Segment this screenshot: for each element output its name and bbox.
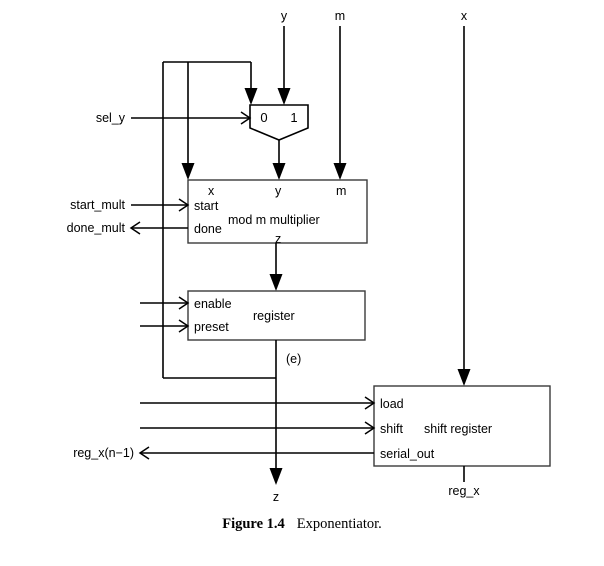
register-port-preset-label: preset bbox=[194, 320, 229, 334]
figure-caption-text: Exponentiator. bbox=[296, 516, 382, 532]
wire-register-preset bbox=[140, 319, 190, 333]
figure-caption: Figure 1.4 Exponentiator. bbox=[0, 516, 604, 533]
input-label-y: y bbox=[281, 9, 288, 23]
wire-input-m bbox=[333, 26, 347, 180]
wire-input-y bbox=[277, 26, 291, 105]
wire-serial-out bbox=[138, 446, 374, 460]
multiplier-port-done-label: done bbox=[194, 222, 222, 236]
multiplier-title: mod m multiplier bbox=[228, 213, 320, 227]
wire-register-enable bbox=[140, 296, 190, 310]
multiplier-port-x-label: x bbox=[208, 184, 215, 198]
figure-caption-label: Figure 1.4 bbox=[222, 516, 285, 532]
multiplier-port-z-label: z bbox=[275, 232, 281, 246]
signal-label-sel-y: sel_y bbox=[96, 111, 126, 125]
wire-multiplier-z bbox=[269, 243, 283, 291]
block-register[interactable]: enable preset register bbox=[187, 290, 366, 341]
block-shift-register[interactable]: load shift serial_out shift register bbox=[373, 385, 551, 467]
signal-label-done-mult: done_mult bbox=[67, 221, 126, 235]
multiplier-port-m-label: m bbox=[336, 184, 346, 198]
shift-register-port-shift-label: shift bbox=[380, 422, 403, 436]
wire-register-output-z: (e) bbox=[269, 340, 301, 485]
shift-register-title: shift register bbox=[424, 422, 492, 436]
multiplier-port-y-label: y bbox=[275, 184, 282, 198]
mux-y-select[interactable]: 0 1 bbox=[249, 104, 309, 141]
register-port-enable-label: enable bbox=[194, 297, 232, 311]
multiplier-port-start-label: start bbox=[194, 199, 219, 213]
wire-shift-register-shift bbox=[140, 421, 376, 435]
mux-input-1-label: 1 bbox=[290, 110, 297, 125]
register-output-annotation: (e) bbox=[286, 352, 301, 366]
wire-mux-output bbox=[272, 140, 286, 180]
wire-done-mult bbox=[129, 221, 188, 235]
block-mod-m-multiplier[interactable]: x y m start done mod m multiplier z bbox=[187, 179, 368, 246]
signal-label-start-mult: start_mult bbox=[70, 198, 125, 212]
input-label-m: m bbox=[335, 9, 345, 23]
shift-register-port-load-label: load bbox=[380, 397, 404, 411]
signal-label-reg-x-msb: reg_x(n−1) bbox=[73, 446, 134, 460]
shift-register-port-serial-out-label: serial_out bbox=[380, 447, 435, 461]
output-label-z: z bbox=[273, 490, 279, 504]
output-label-reg-x: reg_x bbox=[448, 484, 480, 498]
register-title: register bbox=[253, 309, 295, 323]
mux-input-0-label: 0 bbox=[260, 110, 267, 125]
wire-input-x bbox=[457, 26, 471, 386]
wire-shift-register-load bbox=[140, 396, 376, 410]
wire-start-mult bbox=[131, 198, 190, 212]
wire-sel-y bbox=[131, 111, 252, 125]
input-label-x: x bbox=[461, 9, 468, 23]
